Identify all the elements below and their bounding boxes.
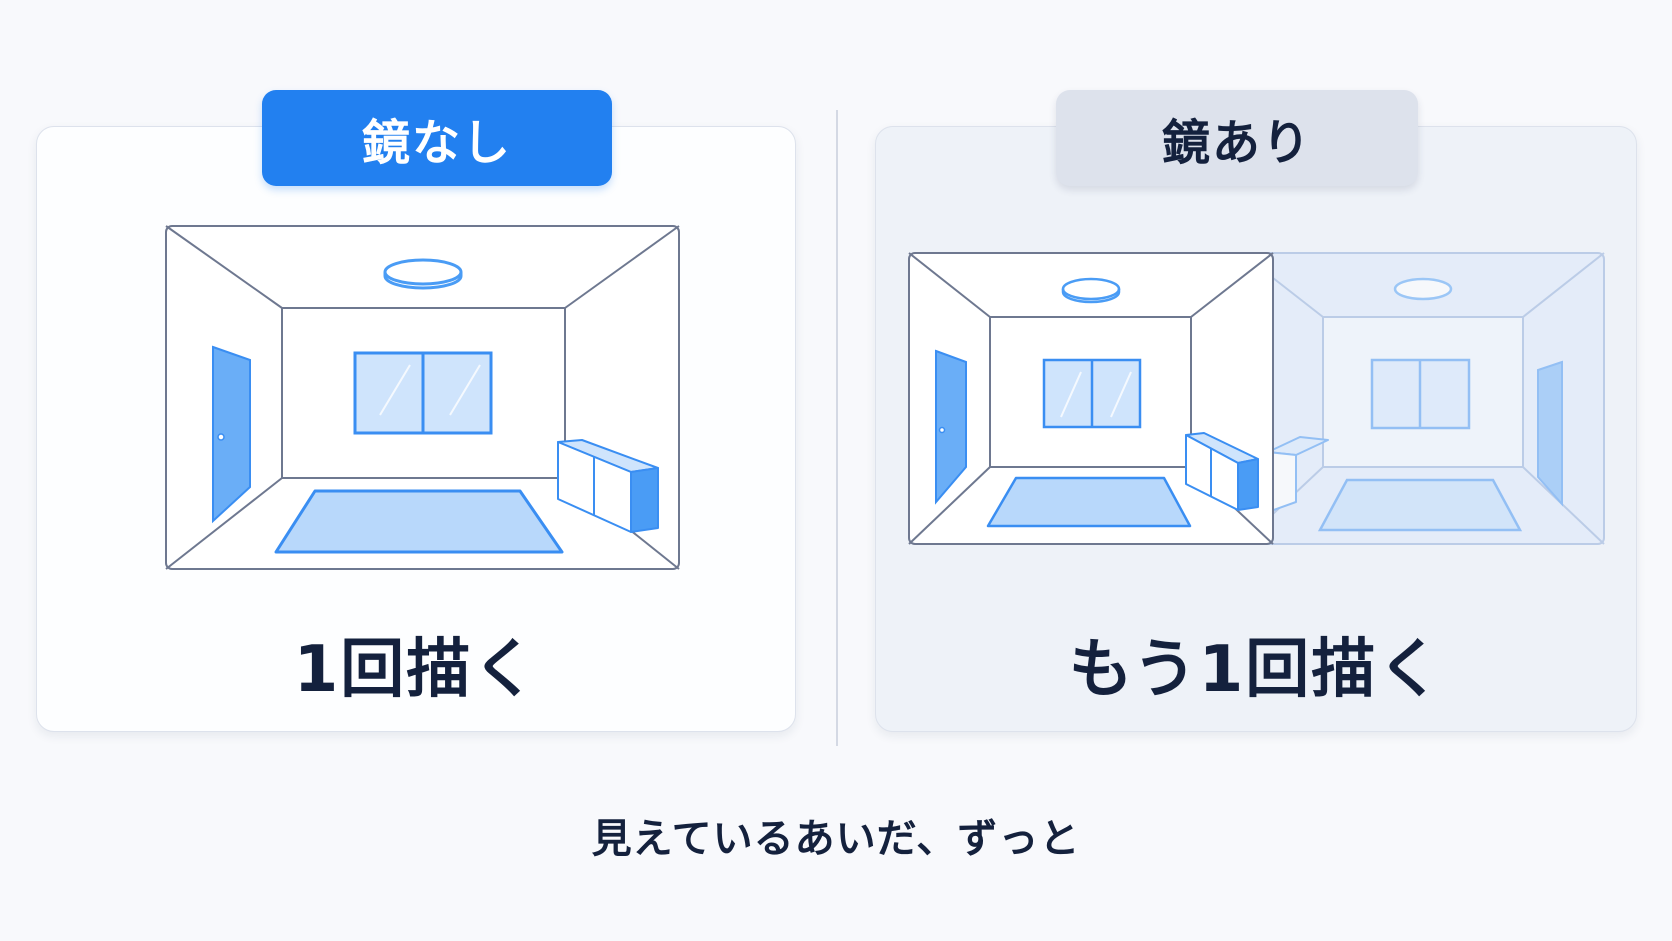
room-illustration-with-mirror [908,252,1274,545]
rug-icon [274,489,564,554]
cabinet-icon [557,439,659,533]
tab-without-mirror: 鏡なし [262,90,612,186]
caption-draw-again: もう1回描く [1068,633,1444,707]
door-icon [935,349,967,505]
caption-draw-once: 1回描く [293,633,539,707]
door-icon [212,345,251,524]
room-illustration [165,225,680,570]
window-icon [353,351,493,435]
rug-icon [986,476,1192,528]
center-divider [836,110,838,746]
reflection-door-icon [1537,360,1563,507]
tab-with-mirror: 鏡あり [1056,90,1418,186]
window-icon [1042,358,1142,429]
ceiling-lamp-icon [1061,277,1121,304]
footer-caption: 見えているあいだ、ずっと [591,816,1081,862]
cabinet-icon [1185,432,1259,511]
reflection-window-icon [1370,358,1471,430]
mirror-reflection-room [1240,252,1605,545]
reflection-rug-icon [1317,478,1523,532]
ceiling-lamp-icon [383,258,463,290]
